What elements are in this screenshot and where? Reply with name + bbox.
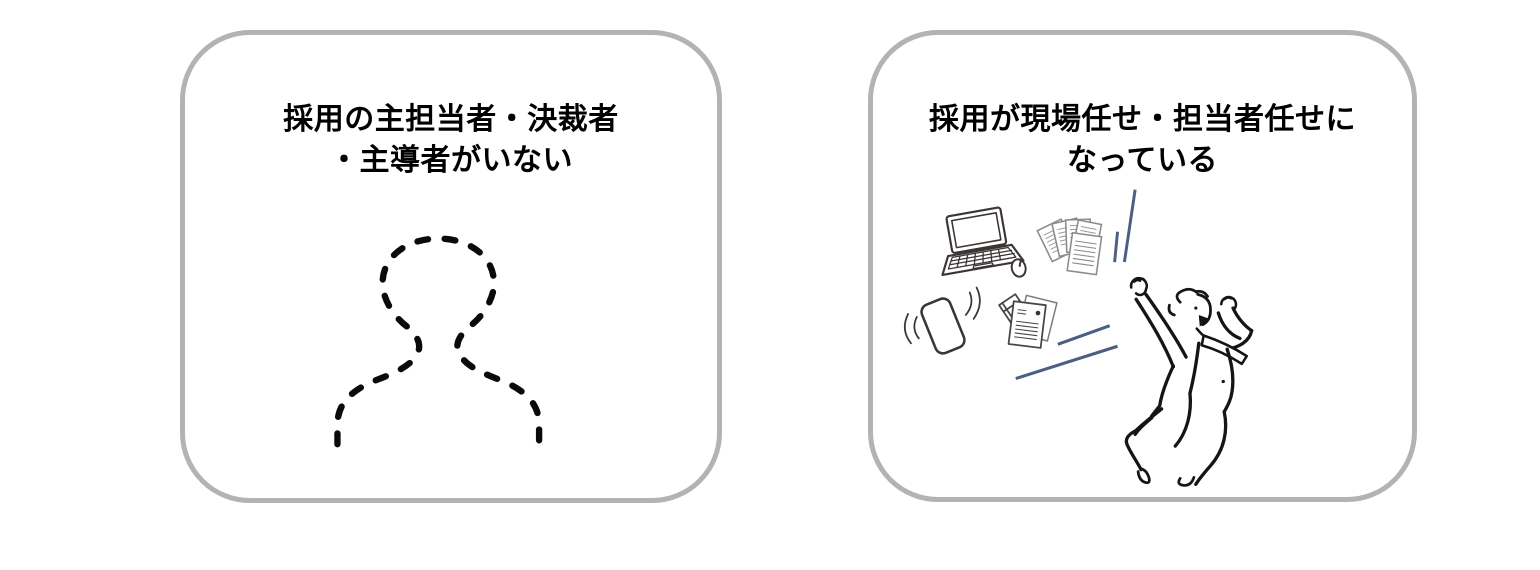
fist-raised-icon [1129,276,1148,297]
shoe-icons [1136,467,1196,487]
office-chaos-illustration [903,189,1254,487]
fist-bent-icon [1220,295,1238,310]
envelope-stack-icon [998,293,1058,349]
card-title-left: 採用の主担当者・決裁者・主導者がいない [185,99,717,181]
card-title-left-line2: ・主導者がいない [329,144,573,177]
card-no-recruiting-leader: 採用の主担当者・決裁者・主導者がいない [180,30,722,503]
laptop-icon [941,206,1025,277]
computer-mouse-icon [1010,258,1027,278]
speed-lines-middle [1015,324,1119,381]
card-title-right-line1: 採用が現場任せ・担当者任せに [929,103,1356,136]
card-recruiting-left-to-field: 採用が現場任せ・担当者任せになっている [868,30,1417,502]
card-title-right: 採用が現場任せ・担当者任せになっている [873,99,1412,181]
smartphone-vibrating-icon [903,286,981,355]
dashed-person-silhouette-icon [334,235,543,448]
card-title-left-line1: 採用の主担当者・決裁者 [283,103,619,136]
card-title-right-line2: なっている [1067,144,1218,177]
speed-lines-top [1113,189,1137,263]
jumping-businessman-icon [1124,276,1254,487]
vibration-arcs [903,286,981,345]
document-fan-icon [1036,217,1103,276]
